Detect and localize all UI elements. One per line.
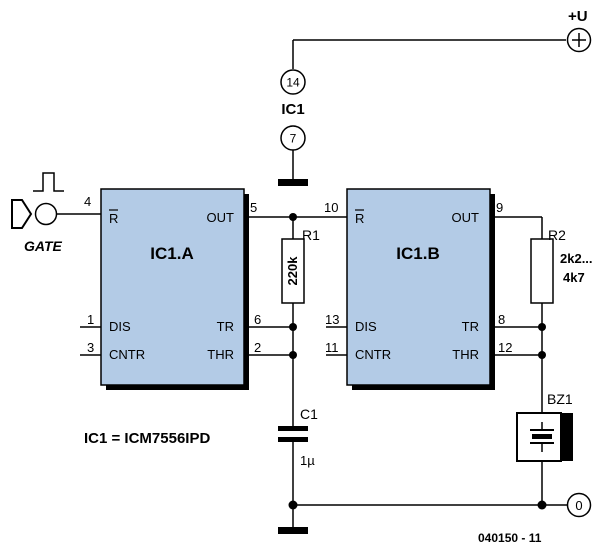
ic1a-pin-cntr-number: 3 [87, 340, 94, 355]
ic1b-pin-dis-number: 13 [325, 312, 339, 327]
vcc-pin-number: 14 [286, 76, 300, 90]
ic1a-body [100, 188, 245, 386]
supply-terminal [566, 27, 592, 53]
ic1a-pin-tr-number: 6 [254, 312, 261, 327]
vcc-pin-circle [280, 69, 306, 95]
r2-ref: R2 [548, 227, 566, 243]
junction-dot [289, 323, 297, 331]
wiring [244, 213, 567, 534]
ground-terminal: 0 [566, 492, 592, 518]
ic1a-pin-dis-number: 1 [87, 312, 94, 327]
ic1a-pin-reset-number: 4 [84, 194, 91, 209]
c1-ref: C1 [300, 406, 318, 422]
gnd-pin-number: 7 [290, 132, 297, 146]
ground-terminal-circle [566, 492, 592, 518]
figure-code: 040150 - 11 [478, 531, 542, 545]
r2-value-line1: 2k2... [560, 251, 593, 266]
ic1a-pin-out-number: 5 [250, 200, 257, 215]
ic1b-name: IC1.B [396, 244, 439, 263]
ic1a-pin-dis-label: DIS [109, 319, 131, 334]
bz1-sound-bar [561, 413, 573, 461]
ic1a-pin-thr-number: 2 [254, 340, 261, 355]
ic1a-name: IC1.A [150, 244, 193, 263]
ic1a-pin-reset-label: R [109, 211, 118, 226]
bz1-crystal [532, 434, 552, 439]
supply-label: +U [568, 8, 588, 25]
ic1a-pin-tr-label: TR [217, 319, 234, 334]
gate-input: GATE [11, 172, 104, 254]
bz1-ref: BZ1 [547, 391, 573, 407]
ic1a-pin-thr-label: THR [207, 347, 234, 362]
ic1b-pin-thr-number: 12 [498, 340, 512, 355]
ic1-power-pins: 14 IC1 7 [278, 69, 308, 186]
ic1b-pin-reset-label: R [355, 211, 364, 226]
pulse-icon [33, 172, 64, 192]
resistor-r1: R1 220k [281, 227, 320, 304]
ic-part-note: IC1 = ICM7556IPD [84, 430, 210, 447]
r1-ref: R1 [302, 227, 320, 243]
input-connector-icon [11, 199, 33, 229]
ic1a-pin-out-label: OUT [207, 210, 235, 225]
ic1-label: IC1 [281, 101, 304, 118]
ic1b-pin-out-number: 9 [496, 200, 503, 215]
junction-dot [289, 213, 297, 221]
buzzer-bz1: BZ1 [516, 391, 573, 462]
r2-body [530, 238, 554, 304]
ic1b-pin-tr-label: TR [462, 319, 479, 334]
ic1b-pin-cntr-number: 11 [325, 340, 339, 355]
junction-dot [289, 351, 297, 359]
c1-plate-top [278, 426, 308, 431]
r1-body [281, 238, 305, 304]
ground-bar-top [278, 179, 308, 186]
ic1a-block: IC1.A R OUT DIS CNTR TR THR 4 1 3 5 6 2 [80, 188, 261, 390]
ground-terminal-label: 0 [575, 498, 582, 513]
ic1b-pin-cntr-label: CNTR [355, 347, 391, 362]
resistor-r2: R2 2k2... 4k7 [530, 227, 593, 304]
ic1b-pin-dis-label: DIS [355, 319, 377, 334]
gate-label: GATE [24, 238, 63, 254]
junction-dot [538, 351, 546, 359]
junction-dot [288, 500, 298, 510]
ground-bar-bottom [278, 527, 308, 534]
junction-dot [537, 500, 547, 510]
r2-value-line2: 4k7 [563, 270, 585, 285]
supply-rail: +U [292, 8, 592, 69]
ic1b-pin-out-label: OUT [452, 210, 480, 225]
capacitor-c1: C1 1µ [278, 406, 318, 468]
ic1b-pin-thr-label: THR [452, 347, 479, 362]
ic1b-pin-reset-number: 10 [324, 200, 338, 215]
r1-value: 220k [285, 256, 300, 286]
ic1b-pin-tr-number: 8 [498, 312, 505, 327]
ic1a-pin-cntr-label: CNTR [109, 347, 145, 362]
junction-dot [538, 323, 546, 331]
c1-value: 1µ [300, 453, 315, 468]
gate-terminal-circle [34, 202, 58, 226]
c1-plate-bottom [278, 437, 308, 442]
ic1b-block: IC1.B R OUT DIS CNTR TR THR 10 13 11 9 8… [324, 188, 512, 390]
ic1b-body [346, 188, 491, 386]
